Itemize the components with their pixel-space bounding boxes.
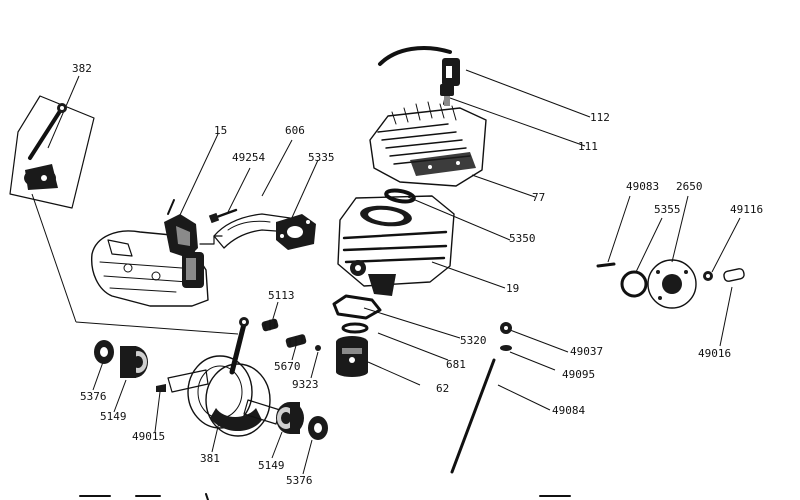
label-5149-left: 5149 bbox=[100, 410, 127, 423]
nut-49037 bbox=[500, 322, 512, 334]
nut-49116 bbox=[703, 271, 713, 281]
leader-lines bbox=[31, 69, 741, 475]
label-112: 112 bbox=[590, 111, 610, 124]
spark-plug-111 bbox=[440, 84, 454, 106]
label-111: 111 bbox=[578, 140, 598, 153]
woodruff-key-49015 bbox=[156, 384, 166, 392]
part-number-labels: 382 15 606 49254 5335 112 111 77 5350 19… bbox=[72, 62, 763, 487]
washer-49095 bbox=[500, 345, 512, 351]
piston-ring-681 bbox=[341, 322, 369, 334]
label-49116: 49116 bbox=[730, 203, 763, 216]
label-15: 15 bbox=[214, 124, 227, 137]
label-5335: 5335 bbox=[308, 151, 335, 164]
oil-seal-left-5376 bbox=[94, 340, 114, 364]
label-5350: 5350 bbox=[509, 232, 536, 245]
cylinder-19 bbox=[337, 195, 455, 296]
label-606: 606 bbox=[285, 124, 305, 137]
label-5670: 5670 bbox=[274, 360, 301, 373]
label-77: 77 bbox=[532, 191, 545, 204]
ignition-lead bbox=[378, 46, 452, 66]
main-bearing-left-5149 bbox=[120, 346, 148, 378]
plug-cap-112 bbox=[442, 58, 460, 86]
circlip-9323 bbox=[315, 345, 321, 351]
connecting-rod-assembly bbox=[9, 95, 95, 209]
label-62: 62 bbox=[436, 382, 449, 395]
label-5113: 5113 bbox=[268, 289, 295, 302]
label-2650: 2650 bbox=[676, 180, 703, 193]
label-49095: 49095 bbox=[562, 368, 595, 381]
flange-gasket-5335 bbox=[276, 214, 316, 250]
main-bearing-right-5149 bbox=[276, 402, 304, 434]
gudgeon-pin-5670 bbox=[285, 334, 307, 348]
stud-49083 bbox=[596, 262, 616, 268]
label-49084: 49084 bbox=[552, 404, 585, 417]
label-49254: 49254 bbox=[232, 151, 265, 164]
label-5376-right: 5376 bbox=[286, 474, 313, 487]
label-9323: 9323 bbox=[292, 378, 319, 391]
cover-plate-2650 bbox=[647, 259, 697, 309]
piston-62 bbox=[336, 336, 368, 377]
label-49083: 49083 bbox=[626, 180, 659, 193]
head-gasket-5350 bbox=[384, 188, 416, 204]
base-gasket-5320 bbox=[332, 294, 382, 320]
label-5149-right: 5149 bbox=[258, 459, 285, 472]
label-681: 681 bbox=[446, 358, 466, 371]
label-381: 381 bbox=[200, 452, 220, 465]
cylinder-stud-49084 bbox=[450, 358, 496, 474]
label-5355: 5355 bbox=[654, 203, 681, 216]
sleeve-49016 bbox=[723, 268, 745, 282]
label-49037: 49037 bbox=[570, 345, 603, 358]
crankshaft-381 bbox=[167, 317, 281, 437]
label-19: 19 bbox=[506, 282, 519, 295]
label-49015: 49015 bbox=[132, 430, 165, 443]
label-5376-left: 5376 bbox=[80, 390, 107, 403]
label-5320: 5320 bbox=[460, 334, 487, 347]
bottom-clipped-marks bbox=[79, 493, 571, 500]
oil-seal-right-5376 bbox=[308, 416, 328, 440]
gasket-5355 bbox=[620, 270, 648, 298]
cylinder-head-77 bbox=[369, 101, 487, 187]
label-49016: 49016 bbox=[698, 347, 731, 360]
crankcase-half-with-carburettor bbox=[91, 199, 223, 307]
label-382: 382 bbox=[72, 62, 92, 75]
bolt-49254 bbox=[208, 208, 238, 224]
small-end-bearing-5113 bbox=[261, 318, 279, 332]
